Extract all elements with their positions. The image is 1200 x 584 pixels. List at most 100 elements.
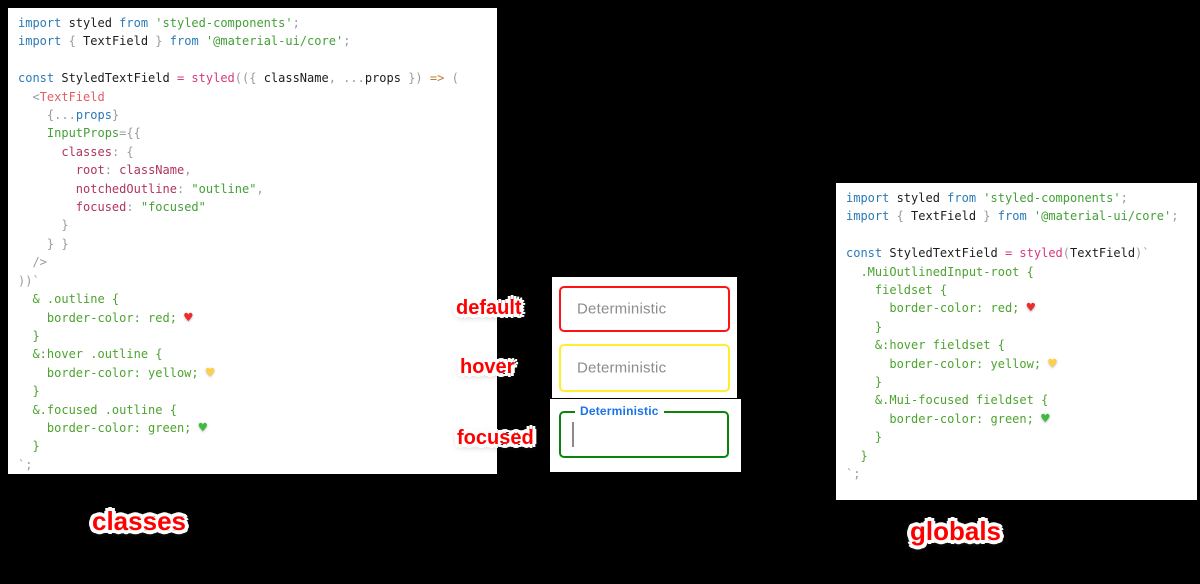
code-token: TextField xyxy=(83,34,149,49)
code-token: "focused" xyxy=(140,200,206,215)
code-token xyxy=(18,126,47,140)
code-token: StyledTextField xyxy=(882,246,1005,261)
code-token: className xyxy=(263,71,329,86)
code-token: /> xyxy=(18,255,47,270)
code-token: (({ xyxy=(234,71,264,86)
label-classes: classes xyxy=(92,506,186,536)
code-token: } xyxy=(18,218,69,233)
code-token: 'styled-components' xyxy=(983,191,1121,205)
code-token: border-color: green; xyxy=(846,411,1042,426)
code-token: border-color: yellow; xyxy=(846,356,1049,371)
heart-icon: ♥ xyxy=(205,364,215,381)
code-token xyxy=(199,34,206,48)
code-token: { xyxy=(126,144,134,159)
code-token: '@material-ui/core' xyxy=(1033,209,1172,224)
code-token: } xyxy=(18,439,40,454)
code-token: import xyxy=(18,34,62,49)
heart-icon: ♥ xyxy=(1026,300,1036,317)
code-token: } xyxy=(976,209,998,224)
code-token: } xyxy=(846,448,868,463)
code-token: from xyxy=(169,34,199,49)
code-token: import xyxy=(846,209,890,224)
code-token xyxy=(18,108,47,122)
code-token: StyledTextField xyxy=(54,71,177,86)
code-token: ; xyxy=(343,34,351,49)
code-token xyxy=(18,163,76,177)
code-token: from xyxy=(947,191,977,205)
code-token: & .outline { xyxy=(18,292,120,307)
code-token: &.focused .outline { xyxy=(18,402,177,417)
code-token: &:hover fieldset { xyxy=(846,338,1005,353)
code-token: ( xyxy=(444,71,459,86)
code-token: styled xyxy=(61,16,120,30)
code-token: , xyxy=(328,71,344,86)
textfield-hover[interactable]: Deterministic xyxy=(559,344,730,392)
code-token: , xyxy=(184,163,192,178)
code-token: from xyxy=(997,209,1027,224)
code-token: } xyxy=(18,384,40,399)
label-globals: globals xyxy=(910,516,1002,546)
code-token: } xyxy=(846,430,883,445)
textfield-focused-label: Deterministic xyxy=(575,404,664,418)
code-token: notchedOutline xyxy=(75,181,177,196)
heart-icon: ♥ xyxy=(1048,355,1057,372)
textfield-focused[interactable]: Deterministic xyxy=(559,404,729,458)
code-token: )` xyxy=(1135,246,1150,261)
label-hover: hover xyxy=(460,356,515,378)
code-token: import xyxy=(18,16,62,30)
textfield-default-placeholder: Deterministic xyxy=(577,300,667,318)
code-token: TextField xyxy=(911,209,977,224)
code-token: styled xyxy=(889,191,948,205)
code-token: border-color: green; xyxy=(18,420,199,435)
code-token: &.Mui-focused fieldset { xyxy=(846,393,1049,408)
code-token xyxy=(18,200,76,214)
code-token: import xyxy=(846,191,890,205)
code-token: } xyxy=(846,319,883,334)
code-token: styled xyxy=(1019,246,1063,261)
code-token: : xyxy=(176,181,185,196)
code-token: : xyxy=(104,163,112,178)
textfield-default[interactable]: Deterministic xyxy=(559,286,730,332)
label-default: default xyxy=(456,297,522,319)
code-token: ={{ xyxy=(119,126,141,141)
code-token: ; xyxy=(292,16,300,30)
code-token: < xyxy=(32,89,40,104)
code-token: } xyxy=(846,375,883,390)
code-token xyxy=(18,182,76,196)
code-token: => xyxy=(429,71,445,86)
code-token xyxy=(134,200,141,214)
code-token: ; xyxy=(1171,209,1179,224)
code-token: : xyxy=(111,144,120,159)
textfield-hover-placeholder: Deterministic xyxy=(577,359,667,377)
code-token: : xyxy=(126,200,134,215)
code-token: className xyxy=(119,163,185,178)
code-token: ... xyxy=(343,71,365,86)
code-token: TextField xyxy=(1070,246,1136,261)
classes-code-panel: import styled from 'styled-components';i… xyxy=(8,8,497,474)
code-token: { xyxy=(889,209,912,224)
code-token: ))` xyxy=(18,273,40,288)
text-cursor xyxy=(572,422,574,447)
code-token: } xyxy=(148,34,170,49)
code-token: ; xyxy=(1120,191,1128,205)
code-token: `; xyxy=(18,457,33,472)
code-token: classes xyxy=(61,144,112,159)
code-token: props xyxy=(364,71,401,86)
code-token: { xyxy=(46,108,55,123)
code-token: const xyxy=(18,71,55,86)
code-token: TextField xyxy=(39,89,105,104)
code-token: ... xyxy=(54,108,76,123)
code-token: } xyxy=(18,328,40,343)
heart-icon: ♥ xyxy=(1041,410,1050,427)
code-token: = xyxy=(1004,246,1013,261)
textfield-demo-card: Deterministic Deterministic xyxy=(552,277,737,398)
code-token xyxy=(18,145,61,159)
code-token: &:hover .outline { xyxy=(18,347,163,362)
code-token: focused xyxy=(75,200,127,215)
code-token: "outline" xyxy=(191,181,257,196)
code-token: } } xyxy=(18,236,69,251)
label-focused: focused xyxy=(457,427,534,449)
code-token: InputProps xyxy=(46,126,120,141)
code-token: , xyxy=(256,181,264,196)
code-token: border-color: red; xyxy=(846,301,1027,316)
